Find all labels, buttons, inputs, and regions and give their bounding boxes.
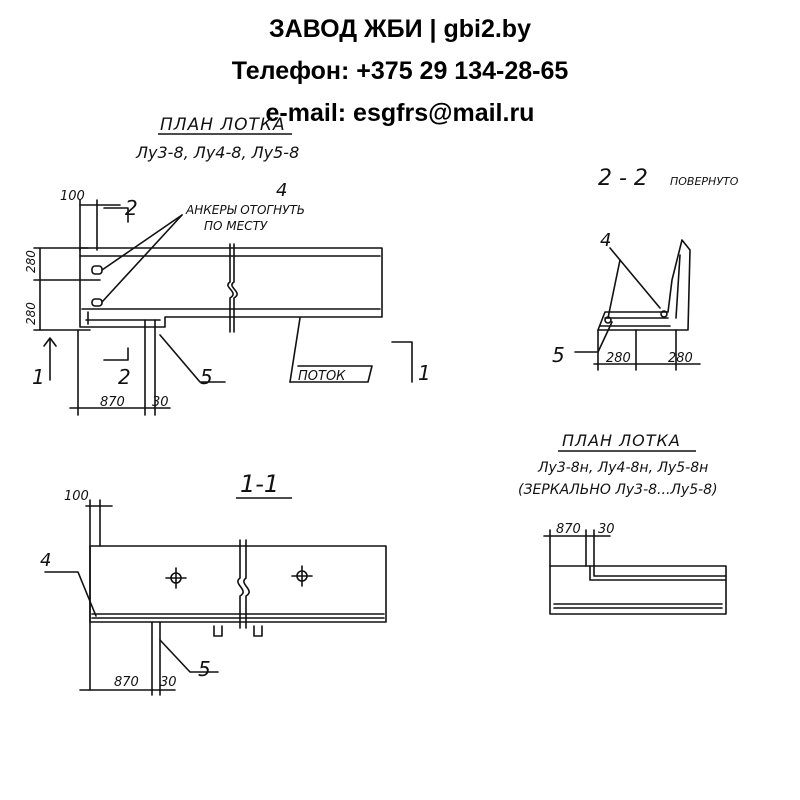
header-company-line: ЗАВОД ЖБИ | gbi2.by: [269, 15, 531, 43]
mirror-plan-note: (ЗЕРКАЛЬНО Лу3-8...Лу5-8): [518, 482, 718, 498]
header-phone-line: Телефон: +375 29 134-28-65: [231, 57, 569, 85]
section-1-1-callout-5: 5: [198, 657, 211, 681]
mirror-plan-subtitle: Лу3-8н, Лу4-8н, Лу5-8н: [537, 460, 708, 476]
section-1-1-callout-4: 4: [40, 550, 51, 571]
section-1-1-title: 1-1: [240, 470, 279, 498]
section-2-2-dim-280-b: 280: [668, 351, 693, 366]
plan-dim-280-top: 280: [24, 250, 38, 273]
section-2-2-title: 2 - 2: [598, 166, 648, 191]
section-2-2-dim-280-a: 280: [606, 351, 631, 366]
plan-dim-30: 30: [152, 395, 169, 410]
plan-callout-5: 5: [200, 365, 213, 389]
plan-flow-label: ПОТОК: [298, 369, 346, 384]
mirror-plan-drawing: [543, 529, 727, 615]
mirror-plan-dim-30: 30: [598, 522, 615, 537]
plan-subtitle: Лу3-8, Лу4-8, Лу5-8: [135, 143, 299, 162]
plan-anchors-note-line2: ПО МЕСТУ: [204, 219, 268, 233]
plan-callout-4: 4: [276, 180, 287, 201]
section-1-1-dim-870: 870: [114, 675, 139, 690]
plan-section-mark-1-right: 1: [418, 361, 431, 385]
plan-section-mark-2-top: 2: [125, 196, 138, 220]
header-email-line: e-mail: esgfrs@mail.ru: [265, 99, 535, 127]
section-1-1-dim-30: 30: [160, 675, 177, 690]
section-2-2-drawing: [574, 239, 701, 371]
section-1-1-dim-100: 100: [64, 489, 89, 504]
mirror-plan-title: ПЛАН ЛОТКА: [562, 431, 681, 450]
section-2-2-callout-5: 5: [552, 343, 565, 367]
section-2-2-note: ПОВЕРНУТО: [670, 175, 739, 188]
plan-section-mark-1-left: 1: [32, 365, 45, 389]
section-2-2-callout-4: 4: [600, 230, 611, 251]
plan-dim-870: 870: [100, 395, 125, 410]
plan-title: ПЛАН ЛОТКА: [160, 115, 286, 135]
plan-anchors-note-line1: АНКЕРЫ ОТОГНУТЬ: [185, 203, 305, 217]
plan-dim-100: 100: [60, 189, 85, 204]
section-1-1-drawing: [44, 499, 387, 696]
mirror-plan-dim-870: 870: [556, 522, 581, 537]
plan-view-drawing: [33, 199, 413, 416]
plan-dim-280-bottom: 280: [24, 302, 38, 325]
plan-section-mark-2-bottom: 2: [118, 365, 131, 389]
